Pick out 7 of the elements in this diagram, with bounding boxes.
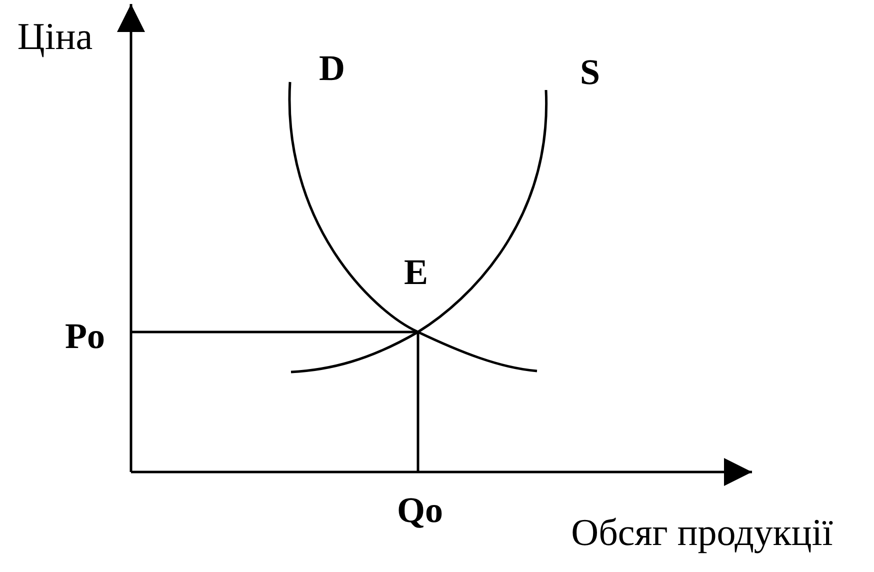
- point-label: E: [404, 254, 428, 290]
- axis-value-label: Po: [65, 318, 105, 354]
- axis-label: Ціна: [17, 18, 93, 56]
- curve-label: D: [319, 50, 345, 86]
- axis-value-label: Qo: [397, 492, 443, 528]
- curve-label: S: [580, 54, 600, 90]
- axis-label: Обсяг продукції: [571, 514, 833, 552]
